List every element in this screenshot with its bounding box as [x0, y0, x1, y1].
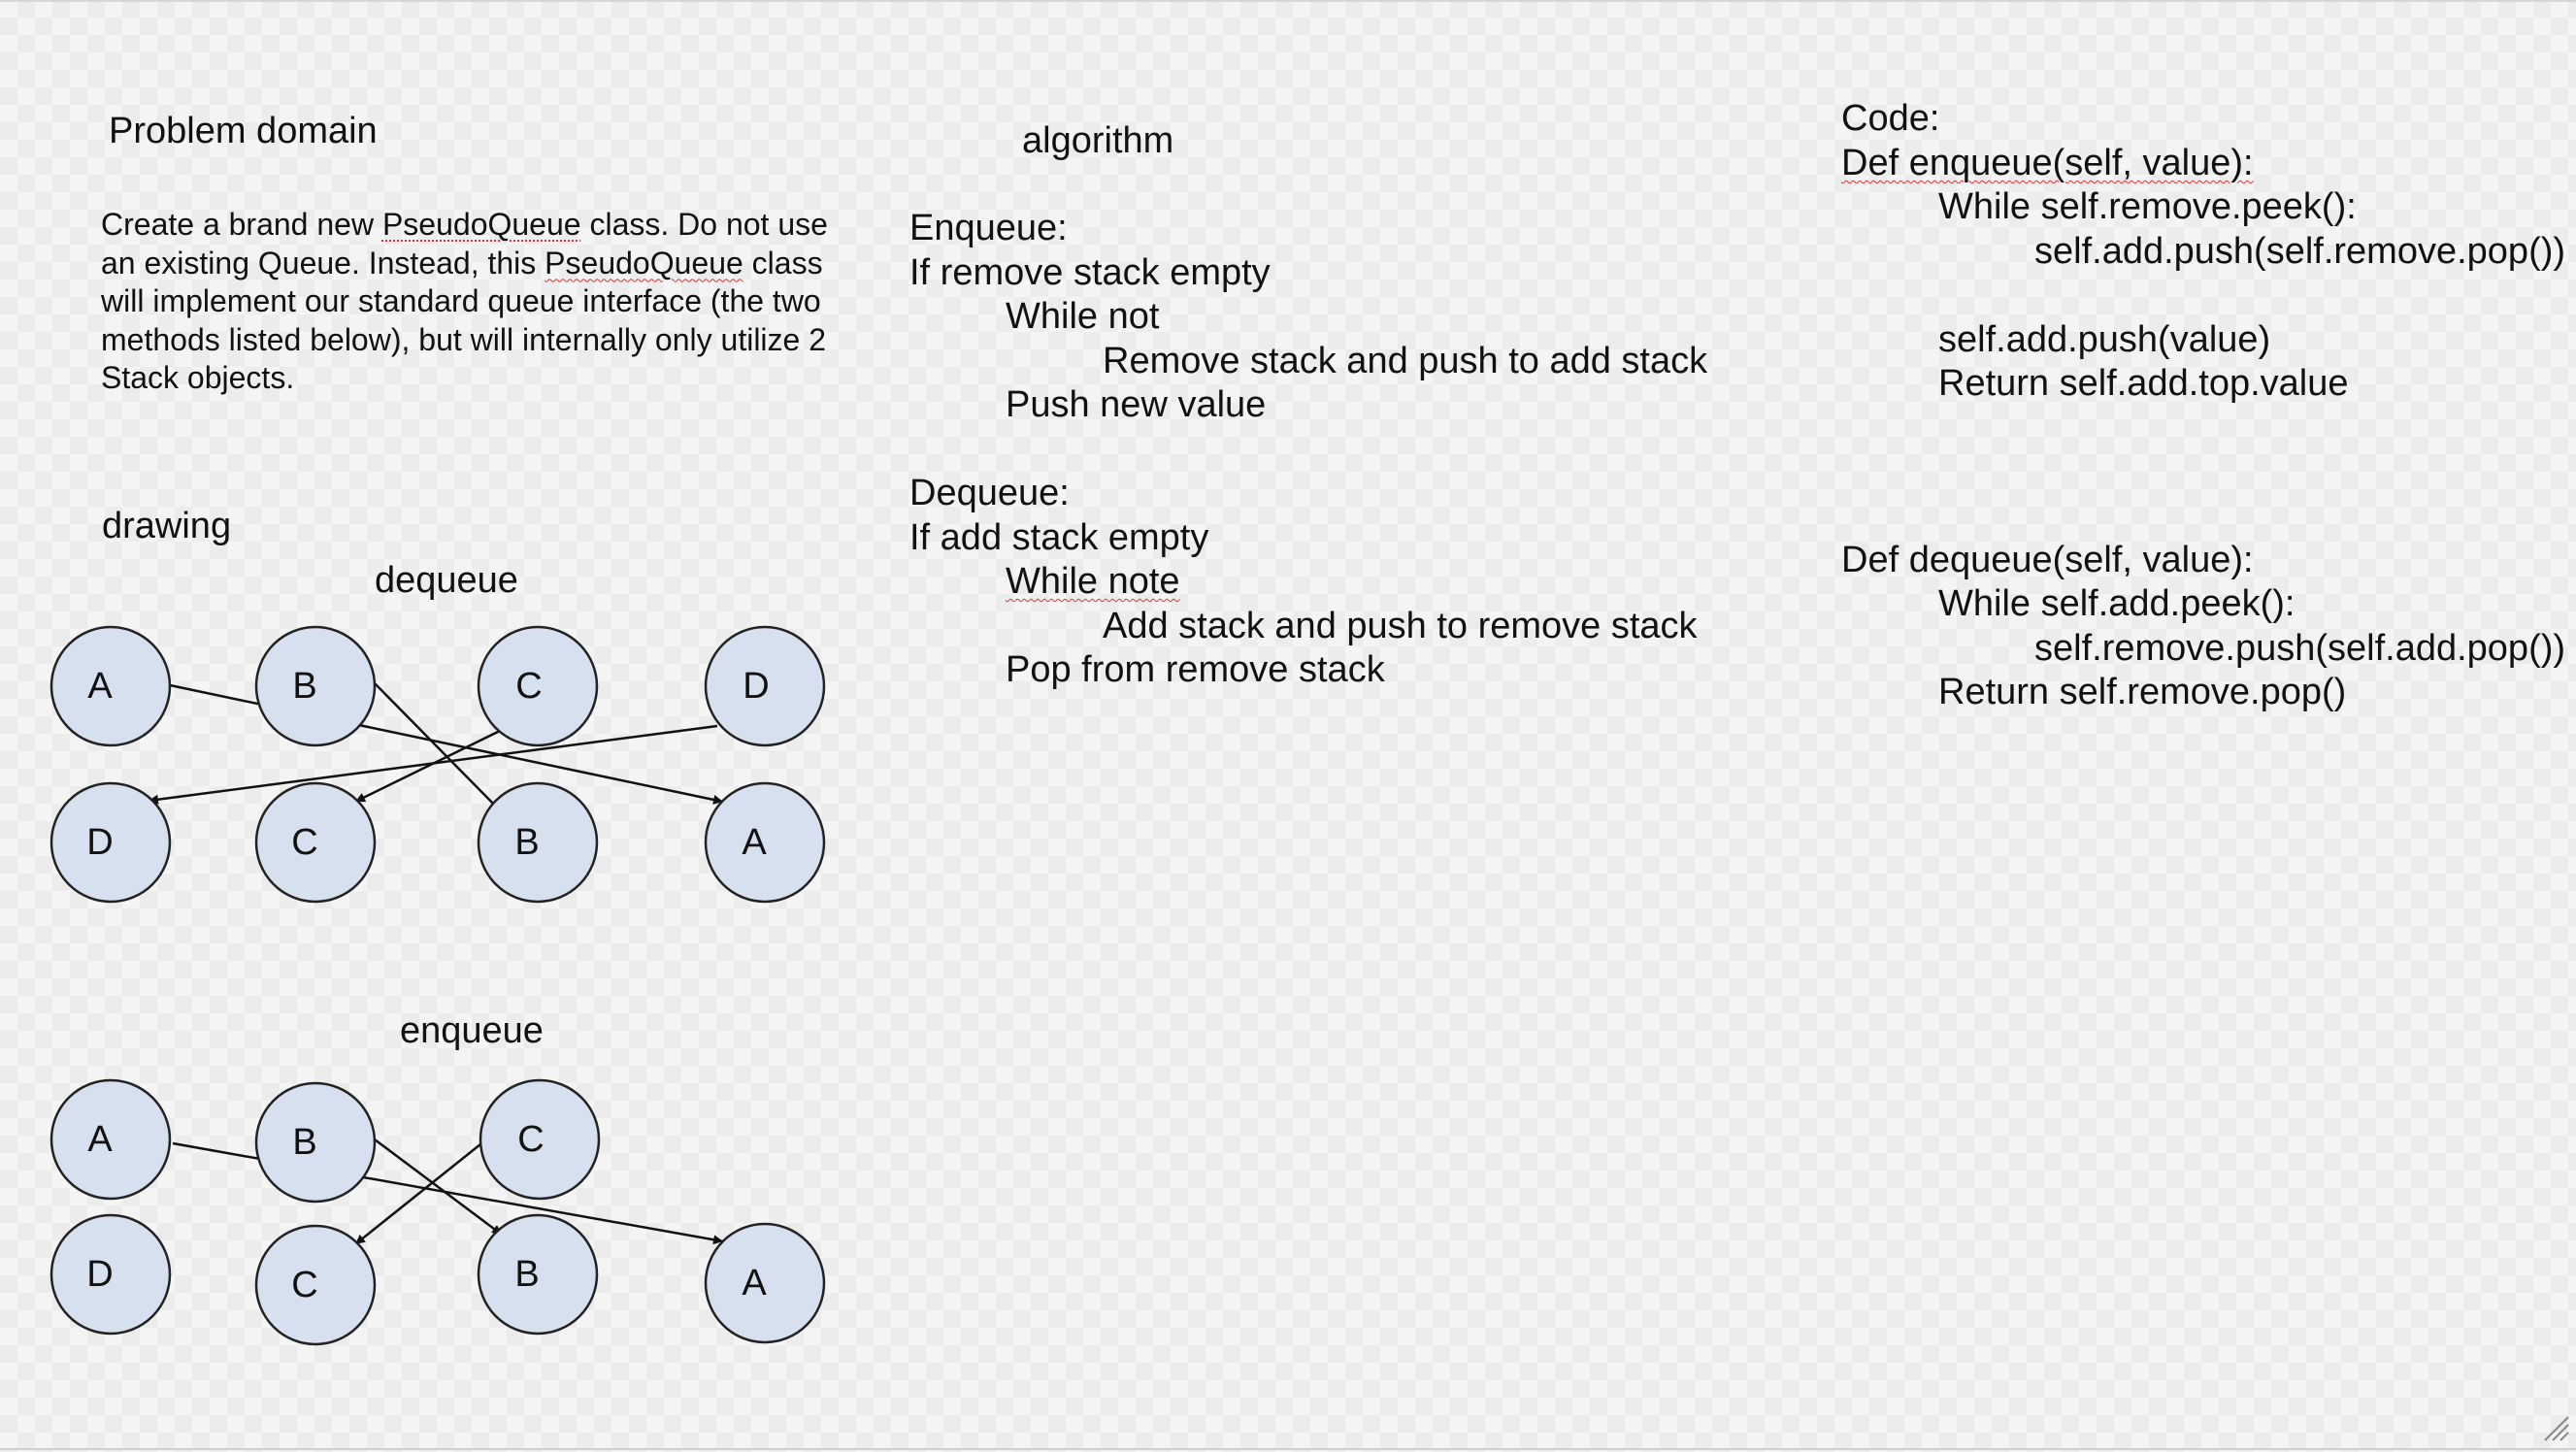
description-part-5: class will implement our standard queue …: [101, 245, 827, 396]
algo-line: If add stack empty: [909, 517, 1209, 558]
node-label: C: [515, 666, 542, 707]
pseudoqueue-term: PseudoQueue: [381, 207, 581, 242]
dequeue-top-node-c: C: [477, 625, 599, 747]
resize-grip-icon[interactable]: [2541, 1413, 2570, 1442]
node-label: A: [742, 822, 767, 863]
algo-line: Pop from remove stack: [1006, 649, 1385, 690]
code-line: self.add.push(value): [1938, 319, 2271, 360]
algo-line: While note: [1006, 561, 1180, 602]
node-label: C: [291, 822, 317, 863]
pseudoqueue-term-2: PseudoQueue: [545, 245, 743, 280]
description-part-3: class. Do not use an existing Queue. Ins…: [101, 207, 828, 280]
enqueue-top-node-c: C: [479, 1078, 601, 1201]
dequeue-bottom-node-b: B: [477, 781, 599, 904]
node-label: A: [87, 666, 113, 707]
algo-line: Add stack and push to remove stack: [1103, 606, 1698, 646]
dequeue-arrow-d: [148, 724, 718, 805]
dequeue-bottom-node-c: C: [254, 781, 377, 904]
code-line: While self.add.peek():: [1938, 583, 2295, 624]
dequeue-bottom-node-a: A: [704, 781, 826, 904]
enqueue-top-node-a: A: [50, 1078, 172, 1201]
code-line: Return self.remove.pop(): [1938, 672, 2347, 712]
problem-domain-description: Create a brand new PseudoQueue class. Do…: [101, 206, 839, 398]
algo-line: Remove stack and push to add stack: [1103, 341, 1708, 381]
dequeue-bottom-node-d: D: [50, 781, 172, 904]
node-label: B: [514, 1254, 539, 1295]
enqueue-bottom-node-c: C: [254, 1224, 377, 1346]
description-part-1: Create a brand new: [101, 207, 382, 242]
dequeue-arrow-b: [372, 680, 502, 812]
enqueue-top-node-b: B: [254, 1081, 377, 1204]
dequeue-diagram-label: dequeue: [375, 560, 518, 601]
code-keyword: Def enqueue(self, value):: [1841, 143, 2254, 183]
algo-line: If remove stack empty: [909, 252, 1271, 293]
node-label: B: [514, 822, 539, 863]
algo-line-enqueue: Enqueue:: [909, 208, 1068, 248]
code-line: While self.remove.peek():: [1938, 186, 2357, 227]
algo-line: While not: [1006, 296, 1160, 337]
enqueue-arrow-b: [374, 1138, 503, 1237]
node-label: D: [86, 822, 113, 863]
enqueue-arrow-c: [354, 1139, 486, 1245]
code-line: self.add.push(self.remove.pop()): [2034, 231, 2566, 272]
drawing-title: drawing: [102, 506, 232, 546]
enqueue-arrow-a: [172, 1141, 724, 1245]
problem-domain-title: Problem domain: [109, 111, 378, 151]
code-title: Code:: [1841, 98, 1940, 139]
algo-line: Push new value: [1006, 384, 1267, 425]
code-line: Def enqueue(self, value):: [1841, 142, 2254, 186]
node-label: A: [87, 1119, 113, 1160]
dequeue-arrow-a: [169, 683, 724, 805]
enqueue-bottom-node-b: B: [477, 1213, 599, 1336]
code-line: Def dequeue(self, value):: [1841, 540, 2254, 580]
node-label: D: [86, 1254, 113, 1295]
dequeue-top-node-b: B: [254, 625, 377, 747]
node-label: C: [517, 1119, 544, 1160]
algo-line-dequeue: Dequeue:: [909, 473, 1070, 513]
node-label: B: [292, 1122, 316, 1163]
enqueue-bottom-node-d: D: [50, 1213, 172, 1336]
code-line: self.remove.push(self.add.pop()): [2034, 628, 2566, 669]
node-label: D: [743, 666, 769, 707]
algorithm-title: algorithm: [1022, 120, 1174, 161]
node-label: B: [292, 666, 316, 707]
node-label: A: [742, 1263, 767, 1304]
dequeue-top-node-d: D: [704, 625, 826, 747]
dequeue-top-node-a: A: [50, 625, 172, 747]
enqueue-diagram-label: enqueue: [400, 1010, 544, 1051]
code-line: Return self.add.top.value: [1938, 363, 2349, 404]
enqueue-bottom-node-a: A: [704, 1222, 826, 1344]
node-label: C: [291, 1265, 317, 1305]
